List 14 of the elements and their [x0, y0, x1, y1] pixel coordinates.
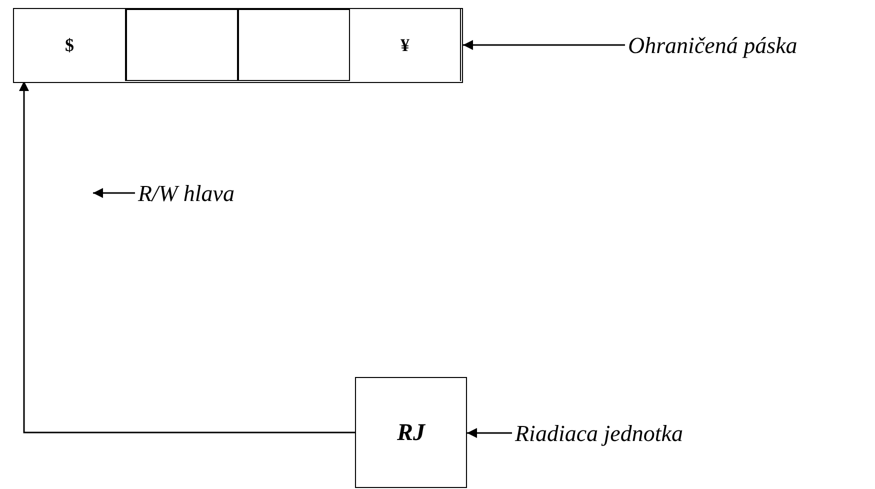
tape-symbol: ¥: [400, 36, 410, 54]
tape-cell: [126, 9, 238, 81]
leader-line: [467, 428, 512, 438]
leader-line: [93, 188, 135, 198]
arrow: [19, 81, 355, 434]
control-unit-box: [355, 377, 467, 488]
leader-line: [463, 40, 625, 50]
callout-text: Riadiaca jednotka: [515, 418, 745, 448]
tape-cell: [238, 9, 350, 81]
unit-label: RJ: [396, 420, 425, 444]
callout-text: R/W hlava: [138, 178, 288, 208]
callout-text: Ohraničená páska: [628, 30, 868, 60]
tape-symbol: $: [65, 36, 74, 54]
tape: [13, 8, 463, 83]
